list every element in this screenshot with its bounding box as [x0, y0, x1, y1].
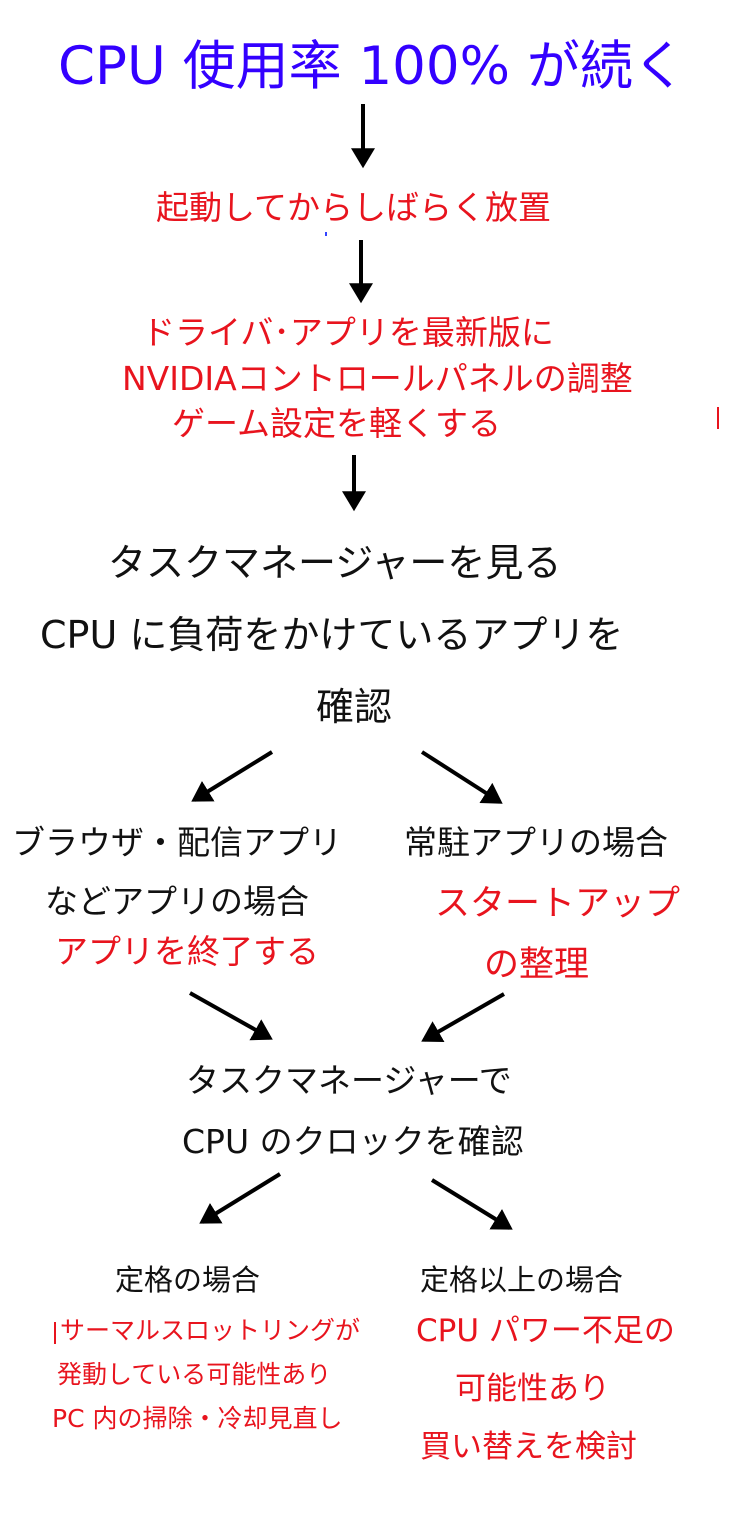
arrow-left-to-step4: [189, 991, 273, 1041]
step-taskmanager-line3: 確認: [316, 685, 393, 729]
end-right-line2: 可能性あり: [455, 1371, 610, 1407]
step-update-line2: NVIDIAコントロールパネルの調整: [122, 359, 633, 398]
stray-mark-right: [717, 407, 719, 429]
step-clock-line2: CPU のクロックを確認: [182, 1122, 524, 1161]
stray-mark: [325, 232, 327, 236]
step-taskmanager-line1: タスクマネージャーを見る: [108, 541, 562, 585]
arrow-right-to-step4: [421, 992, 505, 1043]
stray-mark-left: [54, 1322, 56, 1344]
step-taskmanager-line2: CPU に負荷をかけているアプリを: [40, 613, 624, 657]
end-left-heading: 定格の場合: [115, 1263, 261, 1297]
end-right-line1: CPU パワー不足の: [416, 1313, 675, 1349]
branch-left-line1: ブラウザ・配信アプリ: [12, 823, 342, 862]
flow-title: CPU 使用率 100% が続く: [58, 36, 686, 97]
end-right-heading: 定格以上の場合: [420, 1263, 624, 1297]
arrow-step3-to-right: [420, 750, 503, 804]
arrow-step4-to-right: [430, 1178, 513, 1230]
branch-right-action1: スタートアップ: [435, 884, 681, 924]
step-clock-line1: タスクマネージャーで: [186, 1061, 512, 1100]
step-update-line1: ドライバ･アプリを最新版に: [142, 313, 554, 352]
end-left-line3: PC 内の掃除・冷却見直し: [52, 1404, 343, 1433]
end-right-line3: 買い替えを検討: [420, 1429, 637, 1465]
end-left-line2: 発動している可能性あり: [57, 1360, 332, 1389]
branch-left-action: アプリを終了する: [55, 932, 319, 971]
branch-right-line1: 常駐アプリの場合: [404, 823, 668, 862]
arrow-step4-to-left: [199, 1172, 282, 1224]
branch-right-action2: の整理: [484, 945, 590, 985]
arrow-step3-to-left: [191, 750, 274, 802]
end-left-line1: サーマルスロットリングが: [60, 1316, 361, 1345]
branch-left-line2: などアプリの場合: [45, 882, 309, 921]
step-update-line3: ゲーム設定を軽くする: [172, 404, 502, 443]
step-wait: 起動してからしばらく放置: [156, 188, 552, 227]
